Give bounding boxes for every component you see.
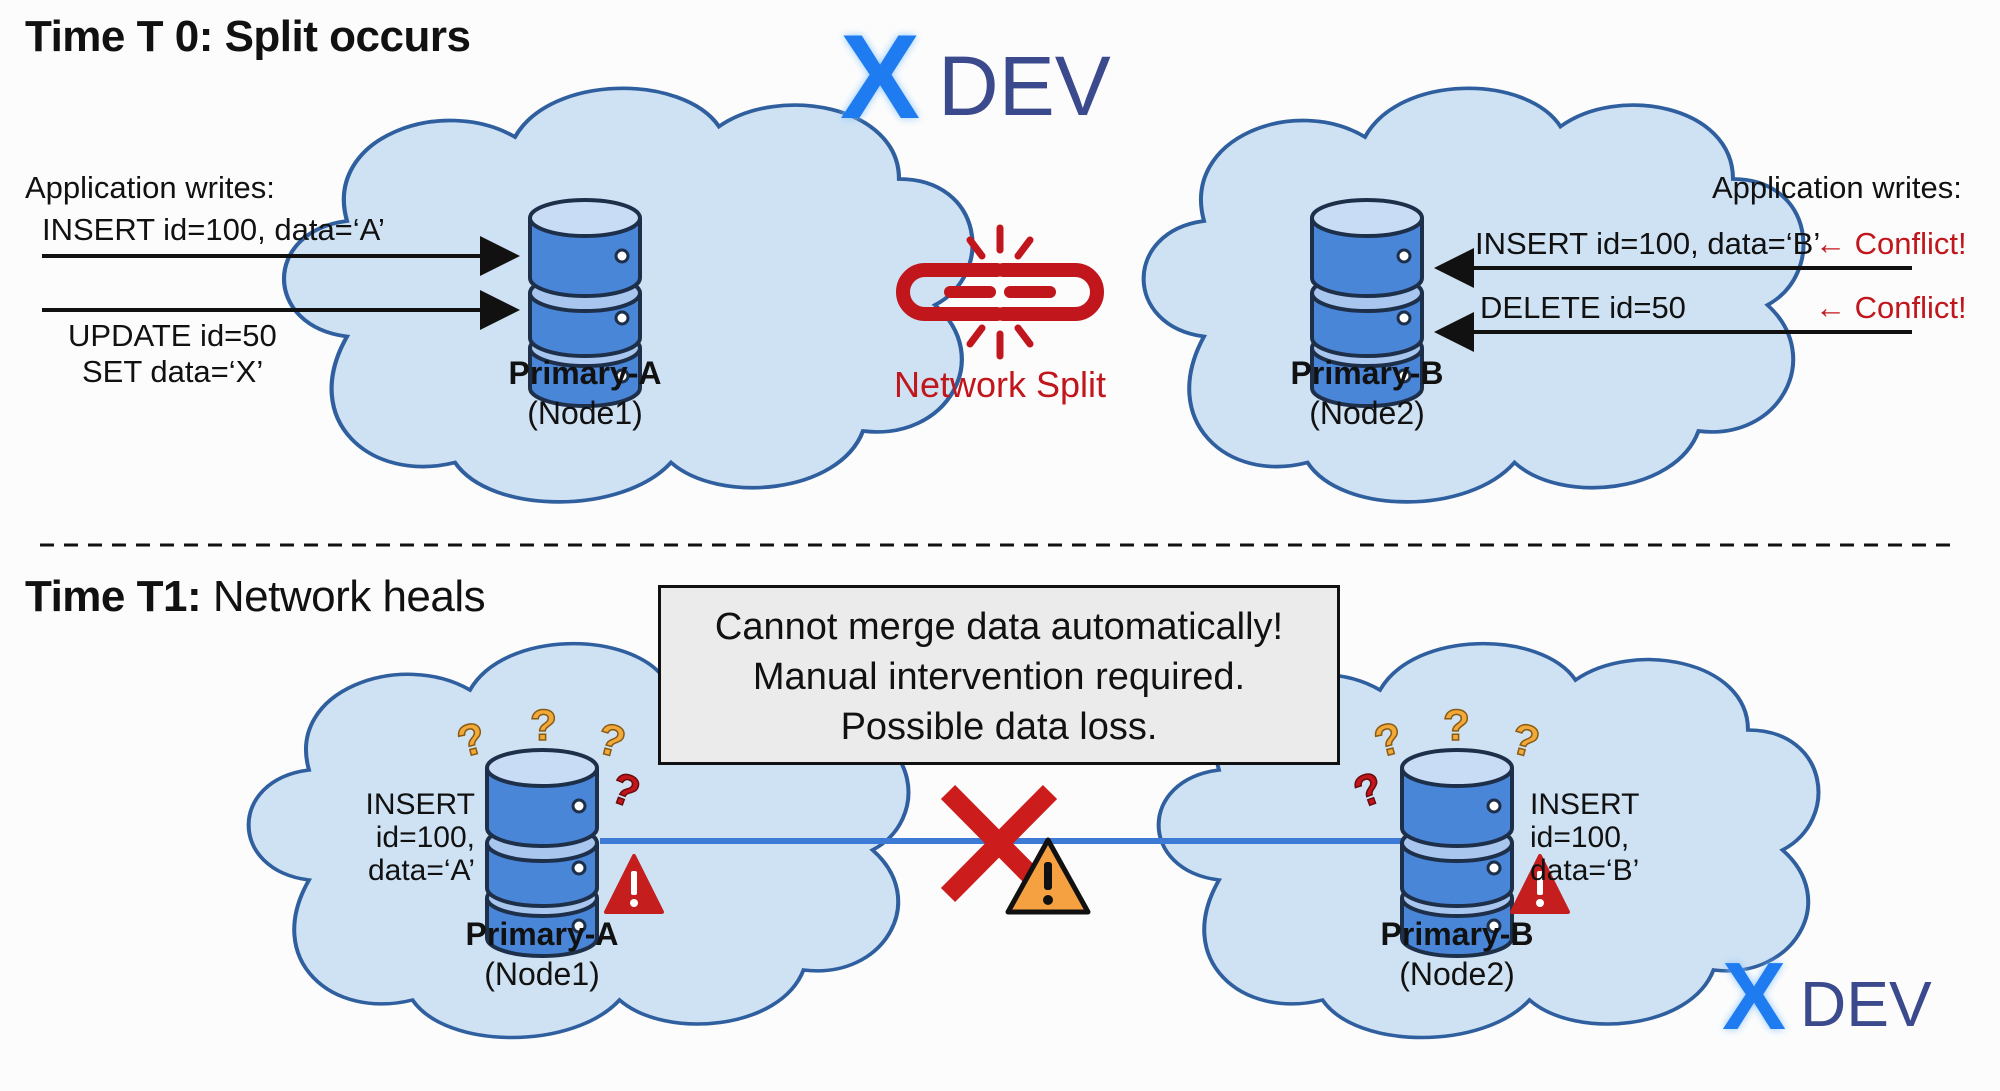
logo-x-mark: X (840, 10, 921, 144)
node-title-primary-b-t1: Primary-B (1380, 916, 1534, 952)
merge-error-message-box: Cannot merge data automatically! Manual … (658, 585, 1340, 765)
record-primary-b: INSERT id=100, data=‘B’ (1530, 788, 1639, 887)
record-a-line1: INSERT (365, 788, 475, 821)
node-sub-primary-a-t1: (Node1) (484, 956, 600, 992)
write-delete: DELETE id=50 (1480, 290, 1686, 325)
section-t1-heading: Time T1: Network heals (25, 572, 486, 622)
xdev-logo-top: X DEV (840, 8, 1111, 146)
section-t1-heading-rest: Network heals (201, 572, 486, 621)
message-line-3: Possible data loss. (840, 706, 1158, 748)
logo-text-bottom: DEV (1800, 968, 1932, 1040)
record-b-line3: data=‘B’ (1530, 854, 1640, 887)
xdev-logo-bottom: X DEV (1722, 942, 1932, 1052)
broken-link-icon (896, 224, 1104, 360)
svg-text:?: ? (1443, 701, 1470, 750)
warning-icon-connection (1005, 837, 1091, 915)
record-b-line1: INSERT (1530, 788, 1640, 821)
node-title-primary-a-t1: Primary-A (465, 916, 619, 952)
message-line-1: Cannot merge data automatically! (714, 606, 1284, 648)
cloud-right-t0 (1144, 88, 1804, 502)
app-writes-label-right: Application writes: (1712, 170, 1962, 205)
svg-text:?: ? (530, 701, 557, 750)
message-line-2: Manual intervention required. (752, 656, 1246, 698)
section-t0-heading: Time T 0: Split occurs (25, 12, 471, 61)
node-title-primary-b-t0: Primary-B (1290, 355, 1444, 391)
warning-icon-primary-a (604, 854, 664, 914)
conflict-label-1: ← Conflict! (1815, 226, 1967, 261)
record-b-line2: id=100, (1530, 821, 1630, 854)
node-sub-primary-b-t0: (Node2) (1309, 395, 1425, 431)
warning-icon-primary-b (1510, 854, 1570, 914)
network-split-label: Network Split (893, 364, 1107, 405)
record-primary-a: INSERT id=100, data=‘A’ (340, 788, 475, 887)
write-insert-a: INSERT id=100, data=‘A’ (42, 212, 385, 247)
node-sub-primary-a-t0: (Node1) (527, 395, 643, 431)
app-writes-label-left: Application writes: (25, 170, 275, 205)
node-sub-primary-b-t1: (Node2) (1399, 956, 1515, 992)
logo-text: DEV (938, 38, 1111, 133)
node-title-primary-a-t0: Primary-A (508, 355, 662, 391)
section-t1-heading-bold: Time T1: (25, 572, 202, 621)
conflict-label-2: ← Conflict! (1815, 290, 1967, 325)
write-update-line2: SET data=‘X’ (82, 354, 264, 389)
record-a-line2: id=100, (375, 821, 475, 854)
write-update-line1: UPDATE id=50 (68, 318, 277, 353)
logo-x-mark-bottom: X (1722, 943, 1787, 1050)
record-a-line3: data=‘A’ (367, 854, 475, 887)
write-insert-b: INSERT id=100, data=‘B’ (1475, 226, 1821, 261)
